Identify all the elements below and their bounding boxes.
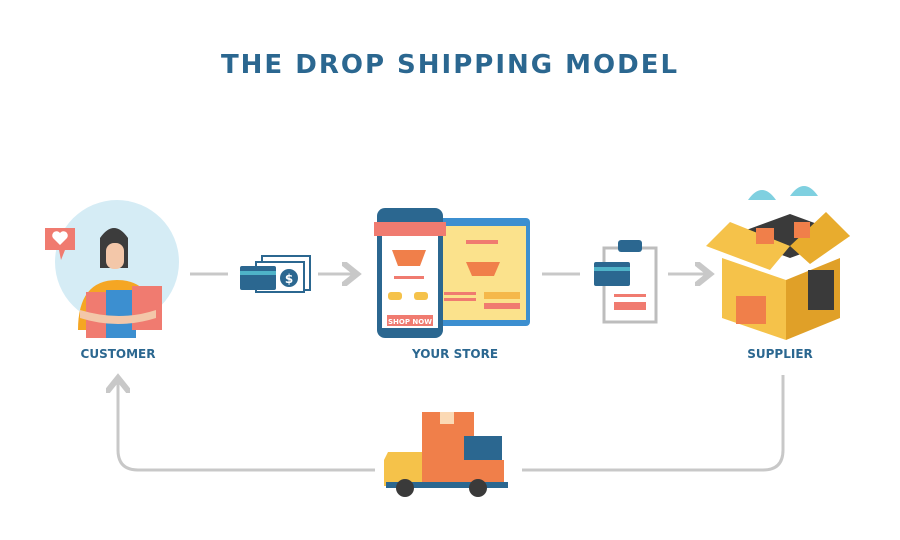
shop-now-button bbox=[387, 315, 433, 326]
store-icon bbox=[374, 208, 530, 338]
flow-arrows bbox=[118, 274, 785, 472]
page-title: THE DROP SHIPPING MODEL bbox=[220, 50, 680, 80]
store-label: YOUR STORE bbox=[411, 347, 499, 361]
customer-label: CUSTOMER bbox=[80, 347, 156, 361]
customer-icon bbox=[45, 200, 179, 338]
delivery-truck-icon bbox=[384, 412, 508, 497]
supplier-warehouse-icon bbox=[706, 186, 850, 340]
shop-now-label: SHOP NOW bbox=[388, 318, 432, 326]
order-clipboard-icon bbox=[594, 240, 658, 324]
svg-text:$: $ bbox=[285, 272, 293, 286]
payment-icon: $ bbox=[240, 255, 311, 293]
supplier-label: SUPPLIER bbox=[747, 347, 813, 361]
